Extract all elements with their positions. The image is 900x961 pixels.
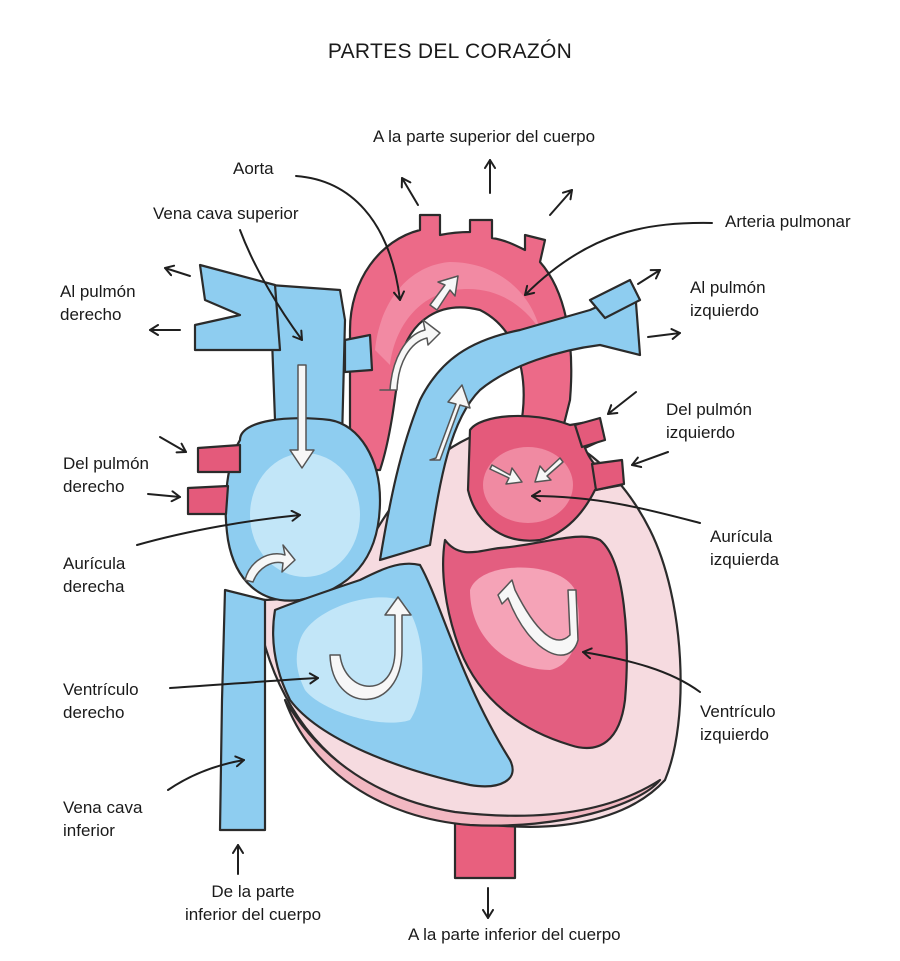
label-line: Al pulmón [690, 278, 766, 297]
page-title: PARTES DEL CORAZÓN [327, 40, 573, 63]
leader-pulmonary-artery [524, 221, 713, 296]
label-upper-body: A la parte superior del cuerpo [373, 127, 596, 146]
label-inferior-vena-cava: Vena cava inferior [63, 796, 142, 842]
heart-bottom-band [283, 698, 662, 827]
leader-left-atrium [531, 490, 701, 524]
arrow-from-left-lung-1 [607, 391, 637, 415]
label-line: derecho [63, 477, 125, 496]
label-to-left-lung: Al pulmón izquierdo [690, 276, 766, 322]
pulmonary-vein-left-2 [590, 458, 626, 492]
pulmonary-vein-left [573, 416, 607, 449]
inferior-vena-cava [218, 588, 267, 832]
label-line: derecho [63, 703, 125, 722]
label-line: Del pulmón [666, 400, 752, 419]
label-right-ventricle: Ventrículo derecho [63, 678, 139, 724]
leader-left-ventricle [582, 647, 701, 693]
pulmonary-trunk [378, 288, 642, 562]
label-line: Al pulmón [60, 282, 136, 301]
label-from-left-lung: Del pulmón izquierdo [666, 398, 752, 444]
descending-aorta [453, 818, 517, 880]
flow-arrow-la-1 [489, 464, 523, 485]
flow-arrow-svc [289, 364, 315, 469]
flow-arrow-aorta-2 [429, 275, 459, 311]
label-line: izquierda [710, 550, 779, 569]
arrow-left-lung-2 [647, 328, 681, 340]
aortic-arch-inner [375, 262, 540, 365]
leader-ivc [167, 755, 245, 791]
pulmonary-vein-right [196, 443, 242, 474]
label-pulmonary-artery: Arteria pulmonar [725, 212, 851, 231]
label-line: Aurícula [710, 527, 773, 546]
label-from-right-lung: Del pulmón derecho [63, 452, 149, 498]
leader-svc [239, 229, 303, 341]
arrow-right-lung-1 [164, 264, 191, 277]
label-line: inferior del cuerpo [184, 905, 322, 924]
label-superior-vena-cava: Vena cava superior [153, 204, 299, 223]
flow-arrow-pulmonary [429, 384, 471, 461]
arrow-from-left-lung-2 [631, 451, 669, 468]
label-aorta: Aorta [233, 159, 274, 178]
label-to-lower-body: A la parte inferior del cuerpo [408, 925, 621, 944]
flow-arrow-la-2 [534, 457, 564, 483]
pulmonary-artery-branch [588, 278, 642, 320]
right-atrium-chamber [250, 453, 360, 577]
flow-arrow-ra [244, 544, 296, 583]
pulmonary-vein-right-2 [186, 484, 230, 516]
label-to-right-lung: Al pulmón derecho [60, 280, 136, 326]
pulmonary-trunk-left-branch [343, 333, 374, 374]
arrow-up-left [400, 177, 419, 206]
label-right-atrium: Aurícula derecha [63, 552, 125, 598]
label-line: izquierdo [690, 301, 759, 320]
arrow-from-right-lung-1 [159, 436, 187, 454]
right-ventricle-chamber [296, 597, 423, 723]
arrow-from-right-lung-2 [147, 490, 181, 503]
label-left-ventricle: Ventrículo izquierdo [700, 700, 776, 746]
leader-right-atrium [136, 509, 301, 546]
label-line: izquierdo [666, 423, 735, 442]
leader-right-ventricle [169, 672, 319, 689]
label-line: Aurícula [63, 554, 126, 573]
label-line: De la parte [211, 882, 295, 901]
arrow-up-right [549, 189, 573, 216]
label-left-atrium: Aurícula izquierda [710, 525, 779, 571]
label-line: izquierdo [700, 725, 769, 744]
label-line: derecho [60, 305, 122, 324]
leader-aorta [295, 175, 405, 301]
label-from-lower-body: De la parte inferior del cuerpo [178, 880, 328, 926]
flow-arrow-aorta-1 [379, 319, 441, 391]
arrow-left-lung-1 [637, 269, 661, 285]
flow-arrow-rv [329, 596, 412, 701]
label-line: Del pulmón [63, 454, 149, 473]
label-line: Ventrículo [63, 680, 139, 699]
label-line: inferior [63, 821, 115, 840]
right-pulmonary-vessel [193, 263, 282, 352]
label-line: Vena cava [63, 798, 143, 817]
label-line: derecha [63, 577, 125, 596]
label-line: Ventrículo [700, 702, 776, 721]
flow-arrow-lv [497, 579, 579, 656]
